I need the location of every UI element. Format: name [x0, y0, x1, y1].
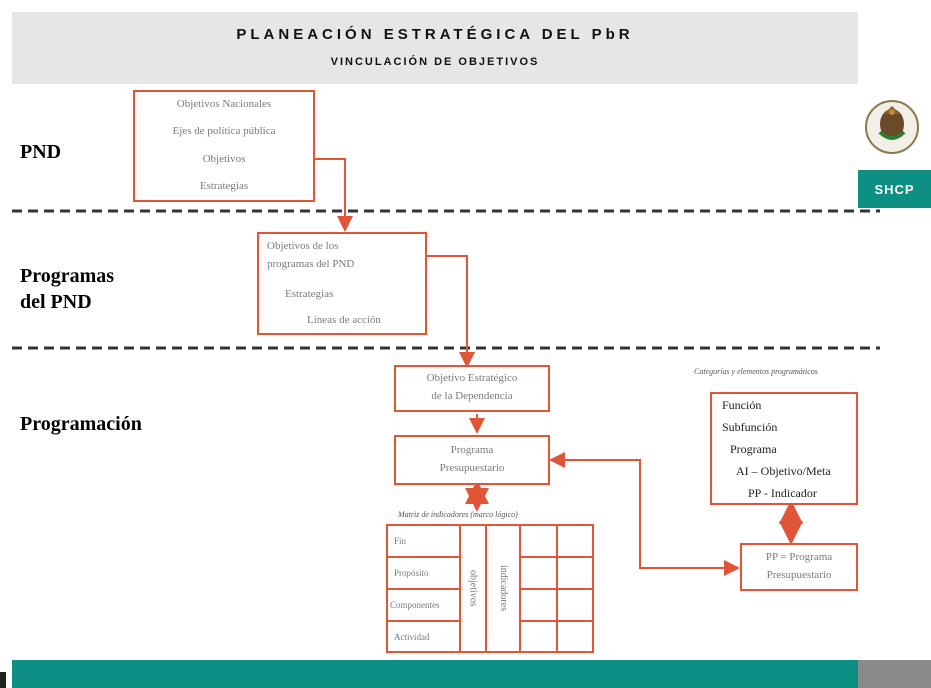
- footer-corner: [858, 660, 931, 688]
- matrix-cell: [555, 588, 595, 622]
- mexican-eagle-seal-icon: [862, 92, 922, 162]
- matrix-row-label: Actividad: [386, 620, 461, 653]
- header-banner: PLANEACIÓN ESTRATÉGICA DEL PbR VINCULACI…: [12, 12, 858, 84]
- matrix-cell: [519, 524, 558, 558]
- pnd-item: Objetivos: [202, 153, 246, 165]
- pnd-item: Objetivos Nacionales: [176, 98, 272, 110]
- objetivo-line: Objetivo Estratégico: [426, 372, 518, 384]
- matrix-col-indicadores-label: indicadores: [497, 565, 509, 612]
- matrix-caption: Matriz de indicadores (marco lógico): [398, 510, 518, 519]
- categorias-box: Función Subfunción Programa AI – Objetiv…: [710, 392, 858, 505]
- categoria-item: Función: [722, 398, 762, 412]
- pp-box: PP = Programa Presupuestario: [740, 543, 858, 591]
- categoria-item: AI – Objetivo/Meta: [736, 464, 831, 478]
- programa-presupuestario-box: Programa Presupuestario: [394, 435, 550, 485]
- categoria-item: PP - Indicador: [748, 486, 817, 500]
- pnd-item: Ejes de política pública: [172, 125, 276, 137]
- programas-box: Objetivos de los programas del PND Estra…: [257, 232, 427, 335]
- programas-item: Objetivos de los: [267, 240, 339, 252]
- programas-item: Estrategias: [285, 288, 334, 300]
- matrix-cell: [555, 620, 595, 653]
- programas-item: programas del PND: [267, 258, 355, 270]
- matrix-col-objetivos: objetivos: [458, 524, 488, 653]
- matrix-cell: [519, 620, 558, 653]
- page-subtitle: VINCULACIÓN DE OBJETIVOS: [330, 56, 540, 68]
- pp-line: Presupuestario: [766, 569, 832, 581]
- matrix-row-label: Componentes: [386, 588, 461, 622]
- matrix-cell: [519, 588, 558, 622]
- matrix-col-objetivos-label: objetivos: [467, 570, 479, 607]
- matrix-cell: [555, 556, 595, 590]
- shcp-logo: SHCP: [858, 170, 931, 208]
- programa-line: Programa: [450, 444, 494, 456]
- section-label-programas: Programas: [20, 265, 115, 287]
- pp-line: PP = Programa: [765, 551, 833, 563]
- matrix-col-indicadores: indicadores: [485, 524, 522, 653]
- indicator-matrix: Fin objetivos indicadores Propósito Comp…: [386, 524, 595, 653]
- matrix-row-label: Propósito: [386, 556, 461, 590]
- pnd-box: Objetivos Nacionales Ejes de política pú…: [133, 90, 315, 202]
- matrix-cell: [519, 556, 558, 590]
- matrix-row-label: Fin: [386, 524, 461, 558]
- footer-mark: [0, 672, 6, 688]
- matrix-cell: [555, 524, 595, 558]
- section-label-pnd: PND: [20, 141, 62, 163]
- page-title: PLANEACIÓN ESTRATÉGICA DEL PbR: [236, 26, 634, 43]
- objetivo-line: de la Dependencia: [431, 390, 513, 402]
- categorias-caption: Categorías y elementos programáticos: [694, 367, 818, 376]
- objetivo-estrategico-box: Objetivo Estratégico de la Dependencia: [394, 365, 550, 412]
- categoria-item: Subfunción: [722, 420, 778, 434]
- pnd-item: Estrategias: [199, 180, 249, 192]
- categoria-item: Programa: [730, 442, 777, 456]
- programas-item: Líneas de acción: [307, 314, 381, 326]
- connector-arrow: [549, 452, 740, 576]
- section-label-del-pnd: del PND: [20, 291, 92, 313]
- footer-bar: [12, 660, 858, 688]
- section-label-programacion: Programación: [20, 413, 142, 435]
- programa-line: Presupuestario: [439, 462, 505, 474]
